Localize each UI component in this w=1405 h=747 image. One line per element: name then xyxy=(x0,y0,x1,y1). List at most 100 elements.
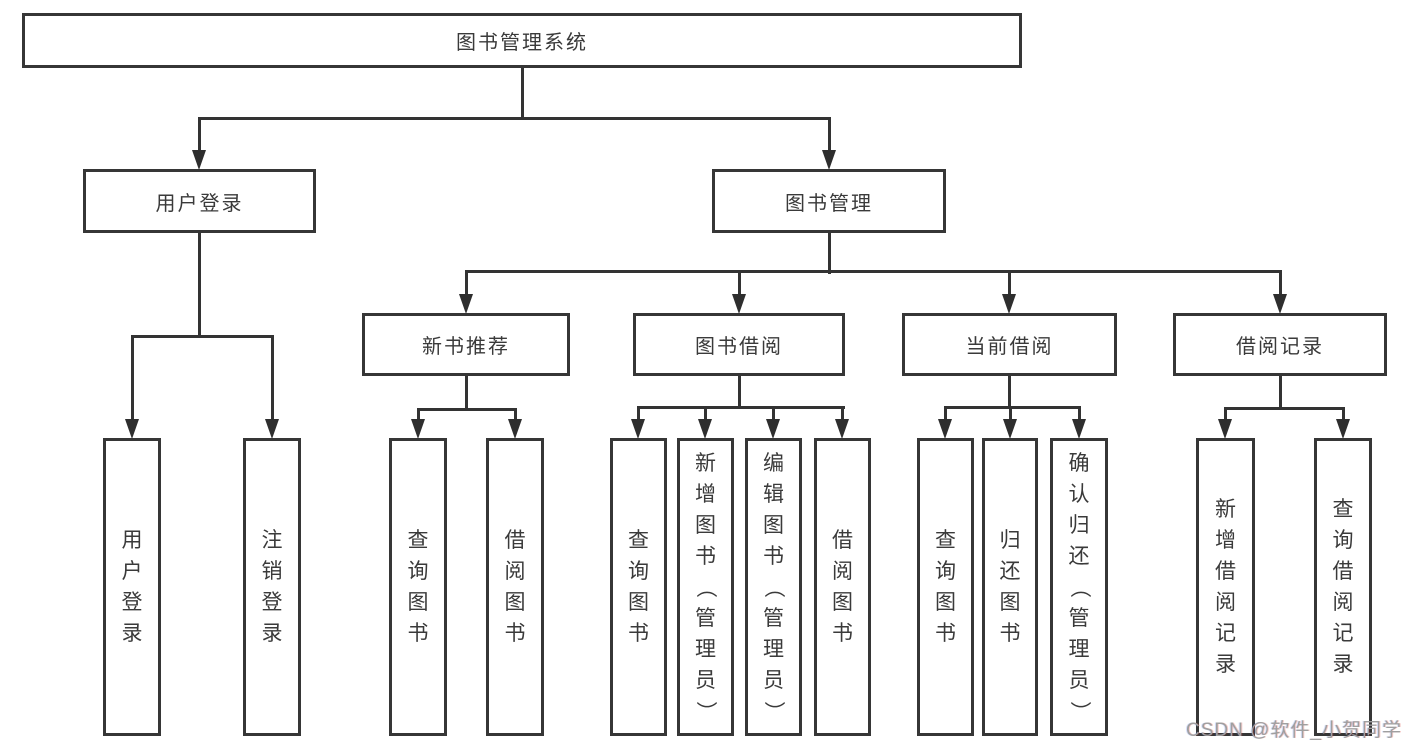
leaf-label-char: 记 xyxy=(1215,622,1236,645)
leaf-label-char: 图 xyxy=(763,513,784,537)
leaf-label-char: 新 xyxy=(1215,498,1236,521)
leaf-label-char: 录 xyxy=(1332,653,1354,676)
leaf-label: 查询图书 xyxy=(628,530,649,644)
leaf-label-char: 书 xyxy=(999,622,1021,645)
arrow-to-user-login xyxy=(192,117,206,170)
node-book-management: 图书管理 xyxy=(712,169,946,233)
connector-user-login-rail xyxy=(131,335,274,338)
leaf-record-add-borrow-record: 新增借阅记录 xyxy=(1196,438,1255,736)
leaf-label-char: 借 xyxy=(832,529,853,552)
leaf-label-char: 辑 xyxy=(763,482,784,506)
leaf-label-char: 登 xyxy=(261,591,283,614)
arrow-to-leaf-current-query xyxy=(938,407,952,439)
leaf-borrow-add-book-admin: 新增图书（管理员） xyxy=(677,438,734,736)
leaf-label-char: 用 xyxy=(121,529,143,552)
leaf-label: 编辑图书（管理员） xyxy=(762,451,785,722)
leaf-label-char: 新 xyxy=(695,451,716,475)
leaf-label-char: 编 xyxy=(763,451,784,475)
leaf-recommend-borrow-book: 借阅图书 xyxy=(486,438,544,736)
leaf-label: 注销登录 xyxy=(262,530,283,644)
leaf-label-char: 书 xyxy=(407,622,429,645)
leaf-label-char: 管 xyxy=(763,606,784,630)
leaf-label-char: 录 xyxy=(261,622,283,645)
leaf-label: 查询图书 xyxy=(935,530,956,644)
leaf-label-char: 增 xyxy=(1215,529,1236,552)
leaf-record-query-borrow-record: 查询借阅记录 xyxy=(1314,438,1372,736)
leaf-borrow-borrow-book: 借阅图书 xyxy=(814,438,871,736)
leaf-label: 确认归还（管理员） xyxy=(1067,451,1091,722)
leaf-login-user-login: 用户登录 xyxy=(103,438,161,736)
leaf-label: 借阅图书 xyxy=(832,530,853,644)
leaf-recommend-query-book: 查询图书 xyxy=(389,438,447,736)
leaf-borrow-edit-book-admin: 编辑图书（管理员） xyxy=(745,438,802,736)
leaf-login-logout: 注销登录 xyxy=(243,438,301,736)
connector-records-rail xyxy=(1224,407,1345,410)
leaf-label: 查询借阅记录 xyxy=(1333,499,1354,675)
leaf-label-char: 理 xyxy=(1068,637,1090,661)
leaf-label: 新增图书（管理员） xyxy=(694,451,717,722)
leaf-label-char: 还 xyxy=(999,560,1021,583)
node-library-management-system: 图书管理系统 xyxy=(22,13,1022,68)
connector-borrow-rail xyxy=(637,406,845,409)
leaf-label-char: 图 xyxy=(832,591,853,614)
arrow-to-leaf-record-query xyxy=(1336,408,1350,439)
leaf-label: 新增借阅记录 xyxy=(1215,499,1236,675)
leaf-label-char: 阅 xyxy=(1332,591,1354,614)
connector-recommend-rail xyxy=(417,408,517,411)
csdn-watermark: CSDN @软件_小贺同学 xyxy=(1186,720,1402,741)
leaf-current-return-book: 归还图书 xyxy=(982,438,1038,736)
leaf-label-char: 录 xyxy=(1215,653,1236,676)
leaf-label-char: 书 xyxy=(695,544,716,568)
arrow-to-leaf-current-return xyxy=(1003,407,1017,439)
leaf-borrow-query-book: 查询图书 xyxy=(610,438,667,736)
arrow-to-leaf-borrow-add xyxy=(698,407,712,439)
leaf-label-char: ） xyxy=(1067,700,1091,722)
leaf-label-char: 确 xyxy=(1068,451,1090,475)
leaf-label-char: 图 xyxy=(407,591,429,614)
leaf-label-char: 理 xyxy=(763,637,784,661)
leaf-label-char: 借 xyxy=(1215,560,1236,583)
arrow-to-leaf-borrow-edit xyxy=(766,407,780,439)
node-label: 当前借阅 xyxy=(965,336,1054,358)
arrow-to-borrowing-records xyxy=(1273,271,1287,314)
connector-current-stem xyxy=(1008,376,1011,409)
connector-borrow-stem xyxy=(738,376,741,409)
arrow-to-leaf-recommend-query xyxy=(411,409,425,439)
node-label: 图书管理 xyxy=(785,192,873,215)
node-user-login: 用户登录 xyxy=(83,169,316,233)
node-label: 用户登录 xyxy=(155,192,244,215)
leaf-label-char: 归 xyxy=(1068,513,1090,537)
leaf-label-char: 查 xyxy=(407,529,429,552)
arrow-to-current-borrowing xyxy=(1002,271,1016,314)
arrow-to-leaf-logout xyxy=(265,336,279,439)
connector-root-stem xyxy=(521,68,524,120)
arrow-to-leaf-current-confirm xyxy=(1072,407,1086,439)
leaf-label-char: 书 xyxy=(935,622,956,645)
leaf-label-char: 录 xyxy=(121,622,143,645)
leaf-label-char: （ xyxy=(1067,576,1091,598)
leaf-label-char: 管 xyxy=(695,606,716,630)
leaf-label-char: 书 xyxy=(832,622,853,645)
leaf-label-char: 增 xyxy=(695,482,716,506)
arrow-to-leaf-borrow-borrow xyxy=(835,407,849,439)
leaf-current-query-book: 查询图书 xyxy=(917,438,974,736)
leaf-label-char: 查 xyxy=(628,529,649,552)
node-book-borrowing: 图书借阅 xyxy=(633,313,845,376)
leaf-label: 查询图书 xyxy=(408,530,429,644)
leaf-label-char: 书 xyxy=(504,622,526,645)
leaf-label-char: 借 xyxy=(504,529,526,552)
leaf-label: 归还图书 xyxy=(1000,530,1021,644)
leaf-label-char: 销 xyxy=(261,560,283,583)
leaf-label-char: 认 xyxy=(1068,482,1090,506)
connector-user-login-stem xyxy=(198,233,201,338)
leaf-label: 借阅图书 xyxy=(505,530,526,644)
leaf-label-char: 阅 xyxy=(1215,591,1236,614)
leaf-label-char: 记 xyxy=(1332,622,1354,645)
leaf-label: 用户登录 xyxy=(122,530,143,644)
connector-current-rail xyxy=(944,406,1081,409)
node-new-book-recommendation: 新书推荐 xyxy=(362,313,570,376)
leaf-label-char: 询 xyxy=(628,560,649,583)
leaf-label-char: 理 xyxy=(695,637,716,661)
leaf-label-char: 图 xyxy=(504,591,526,614)
